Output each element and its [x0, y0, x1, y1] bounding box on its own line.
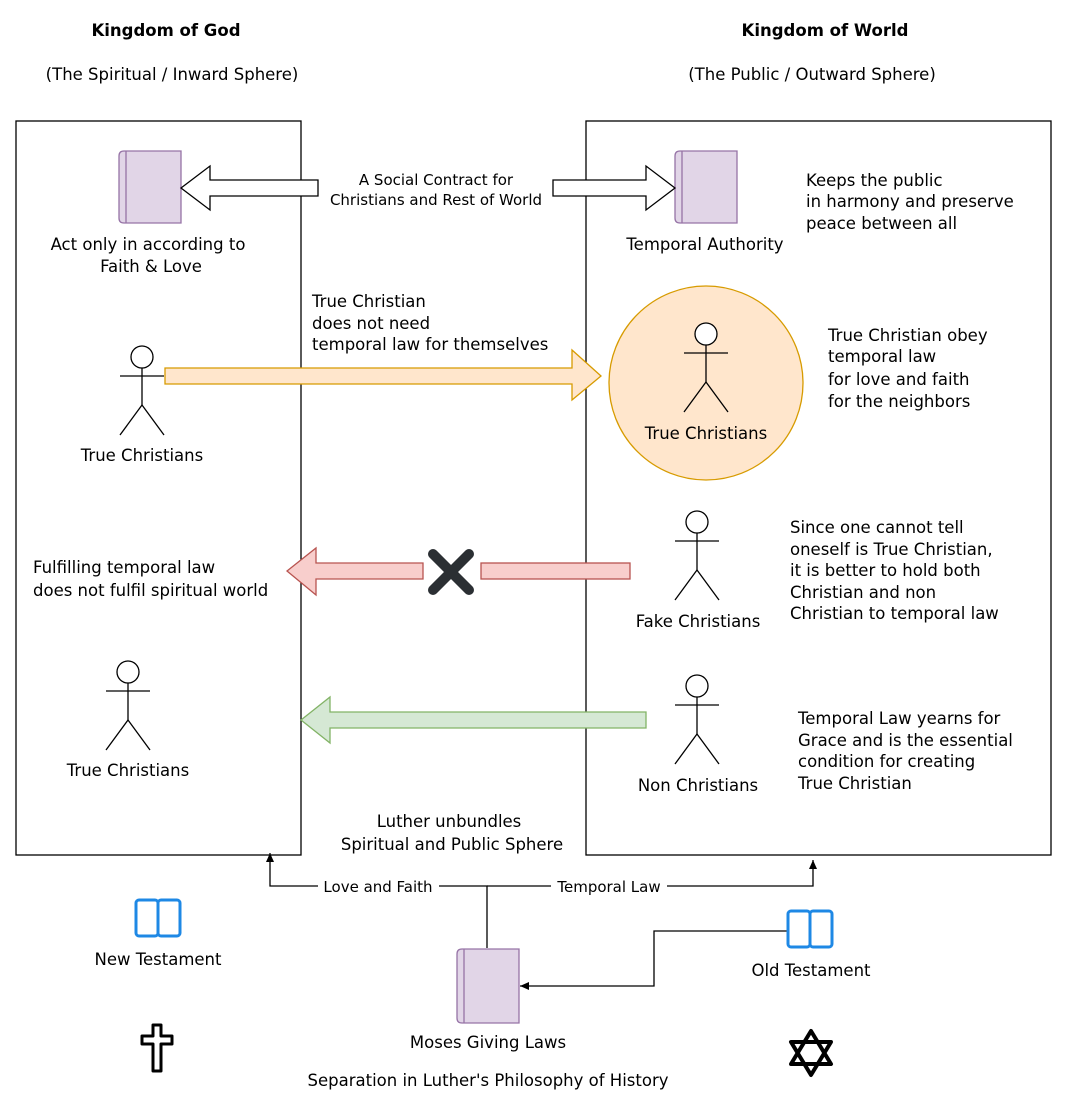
fake-note-line5: Christian to temporal law [790, 604, 999, 623]
temporal-law-label: Temporal Law [556, 878, 660, 896]
temporal-authority-label: Temporal Authority [625, 235, 783, 254]
new-testament-label: New Testament [95, 950, 223, 969]
grace-arrow [299, 695, 647, 745]
love-faith-label: Love and Faith [323, 878, 432, 896]
fake-note-line1: Since one cannot tell [790, 518, 964, 537]
love-faith-label-bg [318, 877, 439, 895]
unbundle-note-line1: Luther unbundles [377, 812, 522, 831]
true-christians-label-2: True Christians [66, 761, 189, 780]
left-book-label-line1: Act only in according to [51, 235, 246, 254]
old-testament-label: Old Testament [751, 961, 871, 980]
temporal-law-label-bg [551, 877, 667, 895]
true-christians-label-1: True Christians [80, 446, 203, 465]
diagram-caption: Separation in Luther's Philosophy of His… [308, 1071, 669, 1090]
no-fulfilment-arrow-head [285, 546, 424, 597]
right-sphere-subtitle: (The Public / Outward Sphere) [688, 65, 936, 84]
stick-figure-icon [683, 322, 729, 413]
left-sphere-title: Kingdom of God [91, 21, 240, 40]
open-book-icon [134, 898, 182, 938]
kingdom-of-god-box [15, 120, 302, 856]
right-sphere-title: Kingdom of World [742, 21, 909, 40]
fulfilling-note-line2: does not fulfil spiritual world [33, 581, 268, 600]
star-of-david-icon [789, 1029, 833, 1077]
book-icon [456, 948, 520, 1024]
true-christian-note-line2: does not need [312, 314, 430, 333]
stick-figure-icon [105, 660, 151, 751]
cross-icon [140, 1023, 174, 1073]
fake-note-line3: it is better to hold both [790, 561, 981, 580]
stick-figure-icon [119, 345, 165, 436]
circle-note-line4: for the neighbors [828, 392, 970, 411]
obey-law-arrow [164, 348, 602, 402]
circle-note-line1: True Christian obey [827, 326, 988, 345]
circle-true-christians-label: True Christians [644, 424, 767, 443]
non-note-line3: condition for creating [798, 752, 975, 771]
kingdom-of-world-box [585, 120, 1052, 856]
contract-label-line2: Christians and Rest of World [330, 191, 542, 209]
circle-note-line2: temporal law [828, 347, 936, 366]
non-note-line1: Temporal Law yearns for [797, 709, 1001, 728]
contract-arrow-left [179, 164, 319, 212]
stick-figure-icon [674, 510, 720, 601]
fake-note-line4: Christian and non [790, 583, 936, 602]
contract-arrow-right [552, 164, 677, 212]
non-note-line4: True Christian [797, 774, 912, 793]
moses-label: Moses Giving Laws [410, 1033, 566, 1052]
stick-figure-icon [674, 674, 720, 765]
unbundle-note-line2: Spiritual and Public Sphere [341, 835, 563, 854]
true-christian-note-line1: True Christian [311, 292, 426, 311]
temporal-authority-note-line2: in harmony and preserve [806, 192, 1014, 211]
close-x-icon [428, 549, 474, 595]
fake-christians-label: Fake Christians [636, 612, 761, 631]
old-testament-connector [520, 930, 787, 990]
fulfilling-note-line1: Fulfilling temporal law [33, 558, 215, 577]
contract-label-line1: A Social Contract for [359, 171, 514, 189]
circle-note-line3: for love and faith [828, 370, 970, 389]
non-christians-label: Non Christians [638, 776, 758, 795]
open-book-icon [786, 909, 834, 949]
book-icon [674, 150, 738, 224]
left-sphere-subtitle: (The Spiritual / Inward Sphere) [46, 65, 299, 84]
left-book-label-line2: Faith & Love [100, 257, 202, 276]
temporal-authority-note-line3: peace between all [806, 214, 957, 233]
temporal-authority-note-line1: Keeps the public [806, 171, 943, 190]
book-icon [118, 150, 182, 224]
true-christian-note-line3: temporal law for themselves [312, 335, 548, 354]
fake-note-line2: oneself is True Christian, [790, 540, 993, 559]
non-note-line2: Grace and is the essential [798, 731, 1013, 750]
love-faith-connector [266, 853, 488, 948]
no-fulfilment-arrow-tail [480, 562, 631, 580]
